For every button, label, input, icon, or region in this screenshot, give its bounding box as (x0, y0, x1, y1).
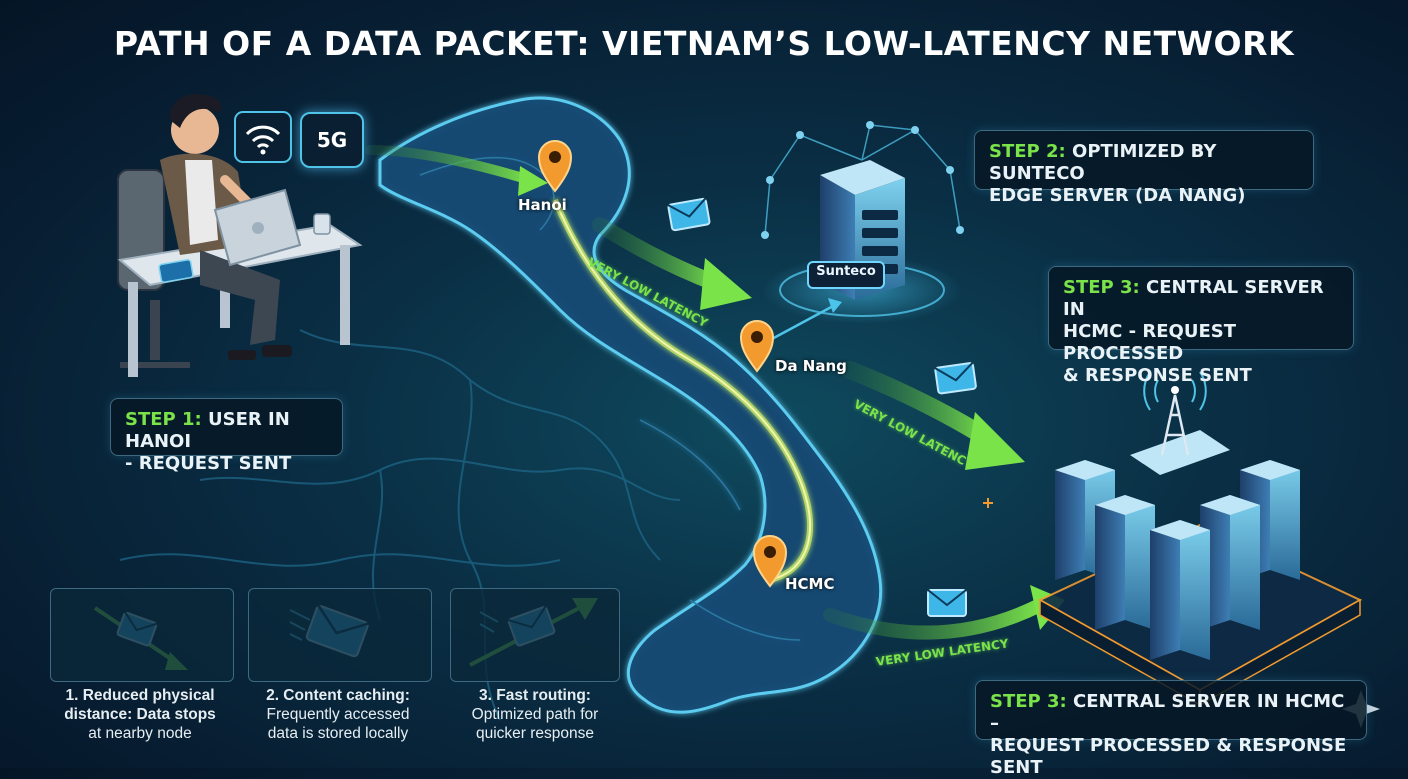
envelope-icon (927, 589, 967, 617)
step-2-text-line1: OPTIMIZED BY SUNTECO (989, 141, 1217, 184)
benefit-text-fast-routing: 3. Fast routing: Optimized path for quic… (435, 686, 635, 743)
wifi-icon (234, 111, 292, 163)
step-3-tag: STEP 3: (1063, 277, 1140, 298)
benefit-text-reduced-distance: 1. Reduced physical distance: Data stops… (40, 686, 240, 743)
benefit-line3: quicker response (475, 725, 595, 742)
step-2-box: STEP 2: OPTIMIZED BY SUNTECO EDGE SERVER… (974, 130, 1314, 206)
city-label-hcmc: HCMC (785, 575, 835, 593)
envelope-icon (667, 197, 711, 232)
pin-hanoi-icon (537, 140, 573, 193)
step-3-text-line3: & RESPONSE SENT (1063, 365, 1252, 386)
pin-danang-icon (739, 320, 775, 373)
central-server-cluster-illustration (1037, 371, 1363, 707)
step-1-text-line2: - REQUEST SENT (125, 453, 292, 474)
pin-hcmc-icon (752, 535, 788, 588)
step-3-box-lower: STEP 3: CENTRAL SERVER IN HCMC – REQUEST… (975, 680, 1367, 778)
step-2-text-line2: EDGE SERVER (DA NANG) (989, 185, 1246, 206)
benefit-line2: Frequently accessed (266, 706, 410, 723)
sunteco-server-label: Sunteco (816, 264, 876, 279)
benefit-line2: Optimized path for (471, 706, 599, 723)
step-3-text-line2: REQUEST PROCESSED & RESPONSE SENT (990, 735, 1347, 778)
5g-badge: 5G (300, 112, 364, 168)
benefit-title: 2. Content caching: (266, 687, 410, 704)
benefit-line3: at nearby node (88, 725, 192, 742)
benefit-line2: distance: Data stops (64, 706, 216, 723)
5g-label: 5G (316, 128, 348, 152)
arrow-5g-to-hanoi (365, 145, 535, 185)
benefit-card-content-caching (248, 588, 432, 682)
step-1-tag: STEP 1: (125, 409, 202, 430)
step-3-tag: STEP 3: (990, 691, 1067, 712)
edge-server-illustration (761, 121, 964, 324)
city-label-hanoi: Hanoi (518, 196, 567, 214)
step-3-text-line2: HCMC - REQUEST PROCESSED (1063, 321, 1237, 364)
region-borders (119, 329, 681, 721)
benefit-line3: data is stored locally (267, 725, 409, 742)
step-3-text-line1: CENTRAL SERVER IN HCMC – (990, 691, 1345, 734)
benefit-title: 1. Reduced physical (65, 687, 215, 704)
benefit-title: 3. Fast routing: (479, 687, 591, 704)
envelope-icon (934, 362, 977, 395)
step-1-box: STEP 1: USER IN HANOI - REQUEST SENT (110, 398, 343, 474)
step-3-text-line1: CENTRAL SERVER IN (1063, 277, 1324, 320)
step-1-text-line1: USER IN HANOI (125, 409, 290, 452)
user-at-desk-illustration (117, 94, 363, 377)
benefit-card-reduced-distance (50, 588, 234, 682)
benefit-card-fast-routing (450, 588, 620, 682)
benefit-text-content-caching: 2. Content caching: Frequently accessed … (238, 686, 438, 743)
page-title: PATH OF A DATA PACKET: VIETNAM’S LOW-LAT… (113, 24, 1295, 63)
step-3-box-upper: STEP 3: CENTRAL SERVER IN HCMC - REQUEST… (1048, 266, 1354, 386)
city-label-danang: Da Nang (775, 357, 847, 375)
step-2-tag: STEP 2: (989, 141, 1066, 162)
plus-icon (983, 498, 993, 508)
arrow-hcmc-to-central (823, 598, 1047, 640)
